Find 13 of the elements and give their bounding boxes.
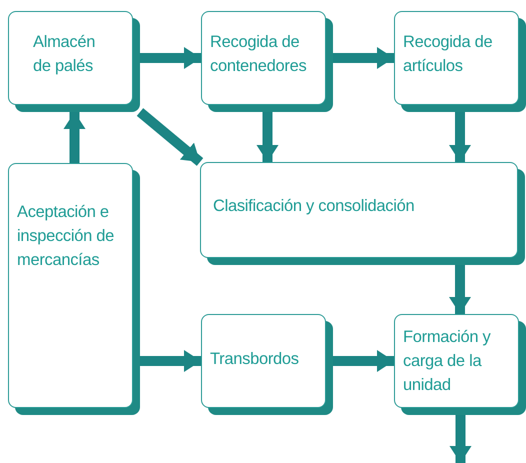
- block-arrow: [449, 265, 471, 314]
- box-label: Recogida de artículos: [403, 32, 494, 77]
- box-label: Almacén de palés: [33, 32, 96, 77]
- block-arrow: [64, 112, 86, 163]
- box-label: Transbordos: [210, 349, 299, 370]
- box-label: Formación y carga de la unidad: [403, 327, 492, 396]
- box-label: Recogida de contenedores: [210, 32, 308, 77]
- box-label: Clasificación y consolidación: [213, 196, 414, 217]
- block-arrow: [449, 112, 471, 162]
- block-arrow: [136, 108, 204, 166]
- block-arrow: [256, 112, 278, 162]
- block-arrow: [450, 415, 472, 463]
- box-label: Aceptación e inspección de mercancías: [17, 202, 116, 271]
